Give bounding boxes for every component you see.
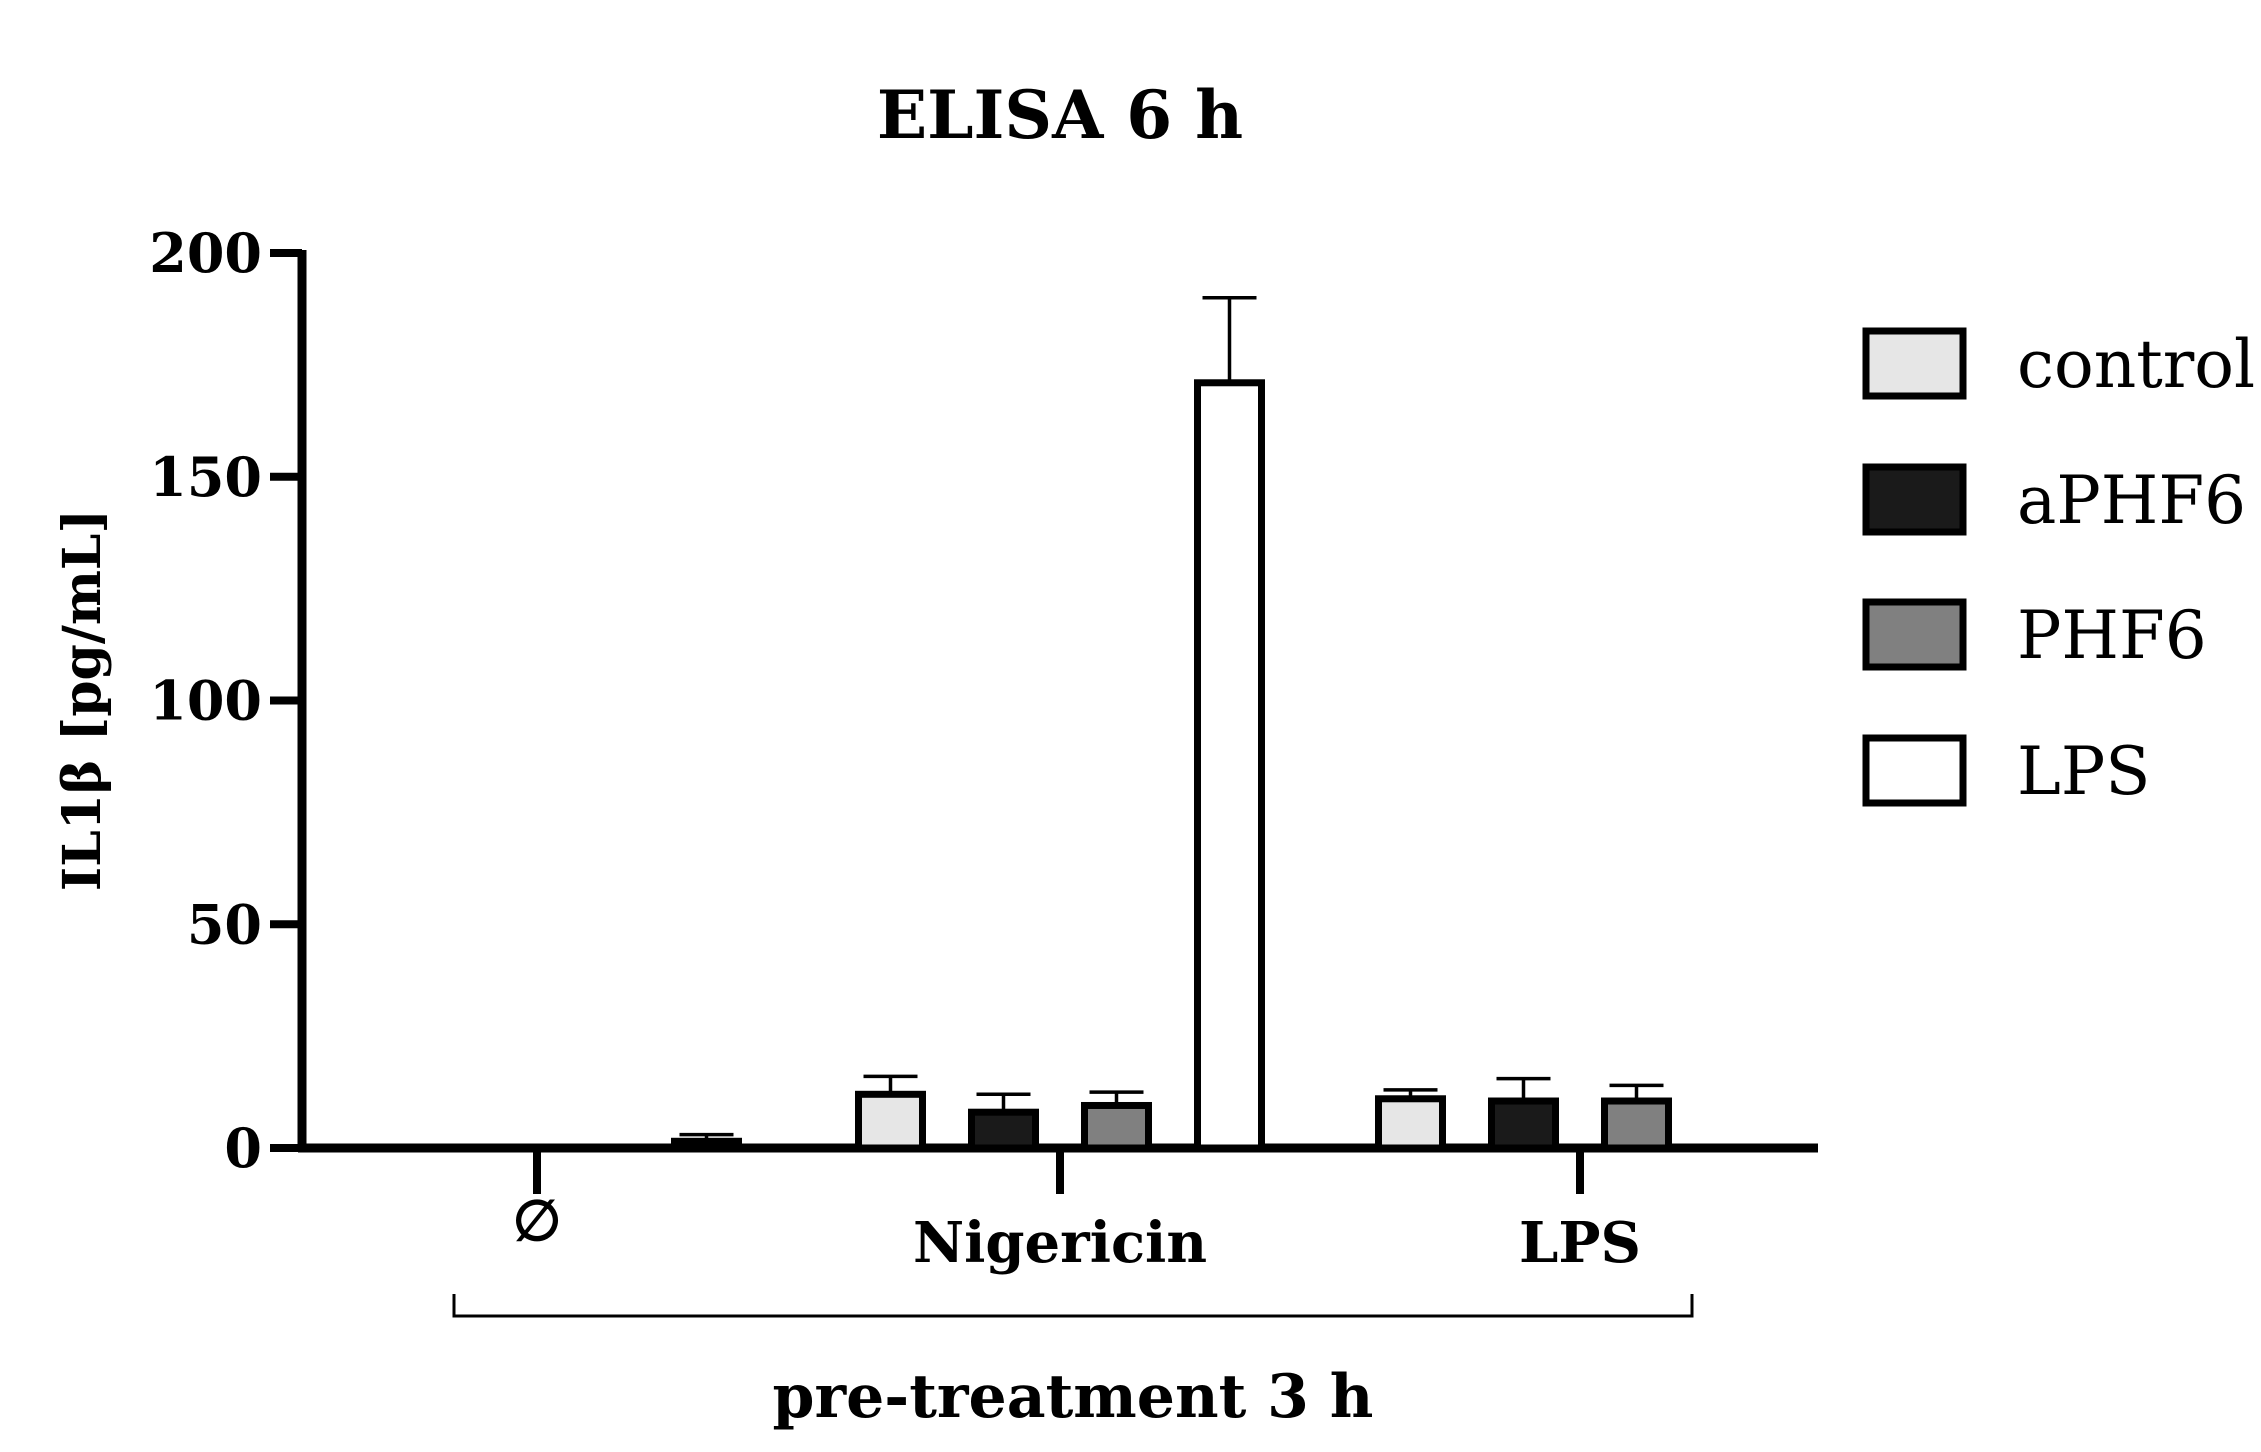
x-tick-label: ∅ <box>513 1188 562 1254</box>
y-tick-label: 0 <box>224 1116 262 1180</box>
legend-swatch-control <box>1862 327 1967 400</box>
legend-swatch-lps <box>1862 734 1967 807</box>
legend-label-aphf6: aPHF6 <box>2017 462 2246 539</box>
bar-aphf6 <box>1488 1097 1559 1152</box>
bar-phf6 <box>1601 1097 1672 1152</box>
group-bracket <box>452 1294 1694 1318</box>
x-tick-label: Nigericin <box>913 1210 1207 1276</box>
legend-swatch-phf6 <box>1862 598 1967 671</box>
bar-phf6 <box>1081 1101 1152 1152</box>
y-tick-label: 50 <box>187 892 262 956</box>
bar-control <box>855 1090 926 1152</box>
legend-label-control: control <box>2017 326 2255 403</box>
legend-label-phf6: PHF6 <box>2017 597 2207 674</box>
y-axis-label: IL1β [pg/mL] <box>52 509 113 891</box>
bar-lps <box>1194 379 1265 1152</box>
group-bracket-label: pre-treatment 3 h <box>773 1362 1374 1432</box>
legend-swatch-aphf6 <box>1862 463 1967 536</box>
chart-title: ELISA 6 h <box>877 76 1243 154</box>
bar-lps <box>671 1137 742 1152</box>
x-tick-label: LPS <box>1519 1210 1641 1276</box>
bar-aphf6 <box>968 1108 1039 1152</box>
chart-marks: ELISA 6 h IL1β [pg/mL] 0 50 100 150 200 ∅ Nigeri… <box>52 76 2255 1432</box>
y-tick-label: 200 <box>149 221 262 285</box>
y-tick-label: 100 <box>149 669 262 733</box>
legend-label-lps: LPS <box>2017 733 2150 810</box>
bar-control <box>1375 1095 1446 1152</box>
y-tick-label: 150 <box>149 445 262 509</box>
